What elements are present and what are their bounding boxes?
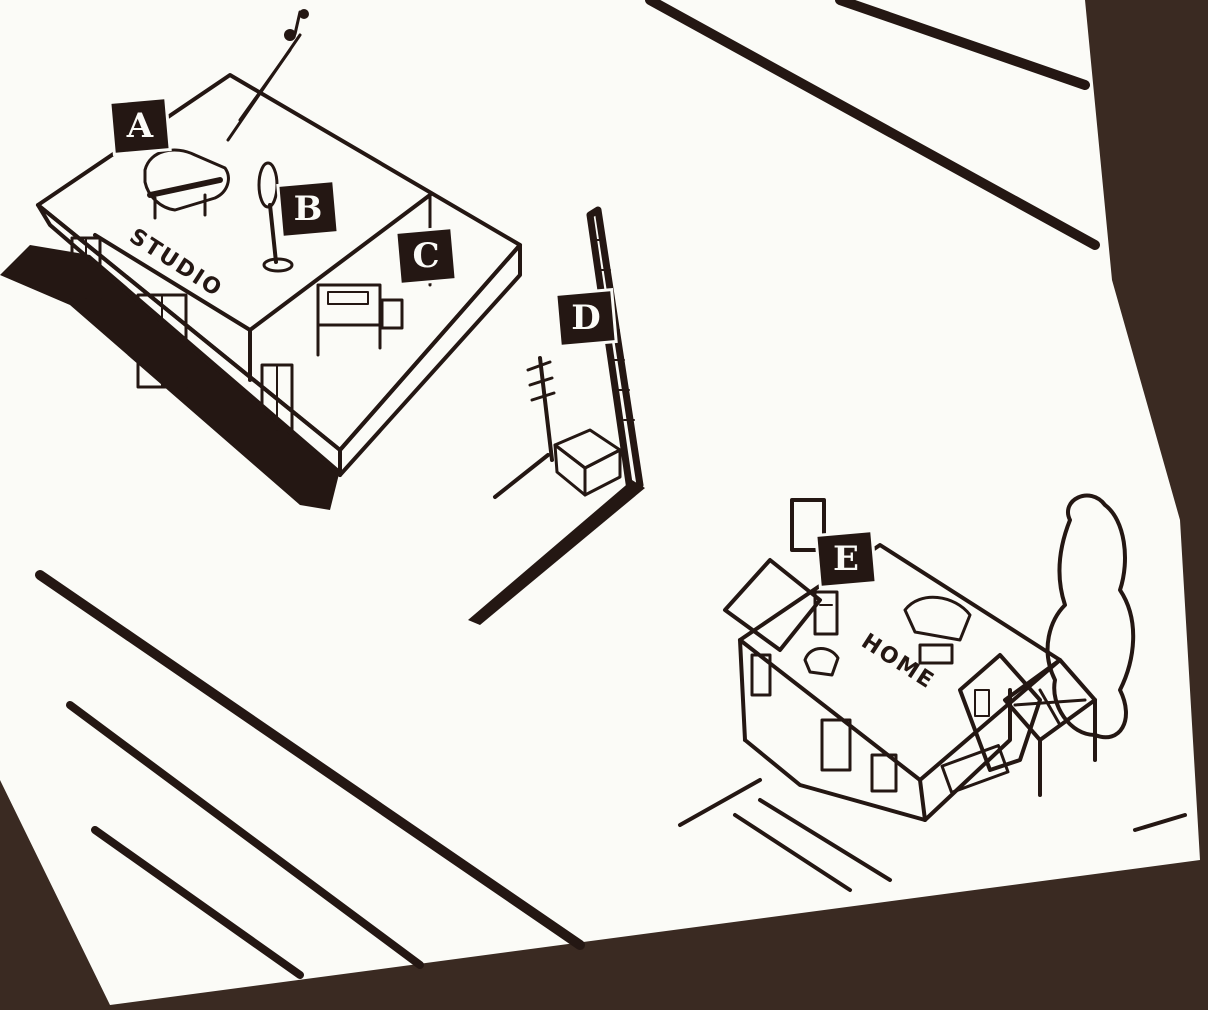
label-b-text: B — [294, 189, 323, 229]
label-a-text: A — [126, 106, 154, 146]
label-e: E — [816, 531, 876, 588]
label-e-text: E — [833, 539, 859, 579]
label-a: A — [110, 98, 170, 155]
label-c-text: C — [412, 236, 439, 276]
label-d: D — [556, 290, 616, 347]
label-d-text: D — [571, 298, 600, 338]
label-b: B — [278, 181, 338, 238]
label-c: C — [396, 228, 456, 285]
